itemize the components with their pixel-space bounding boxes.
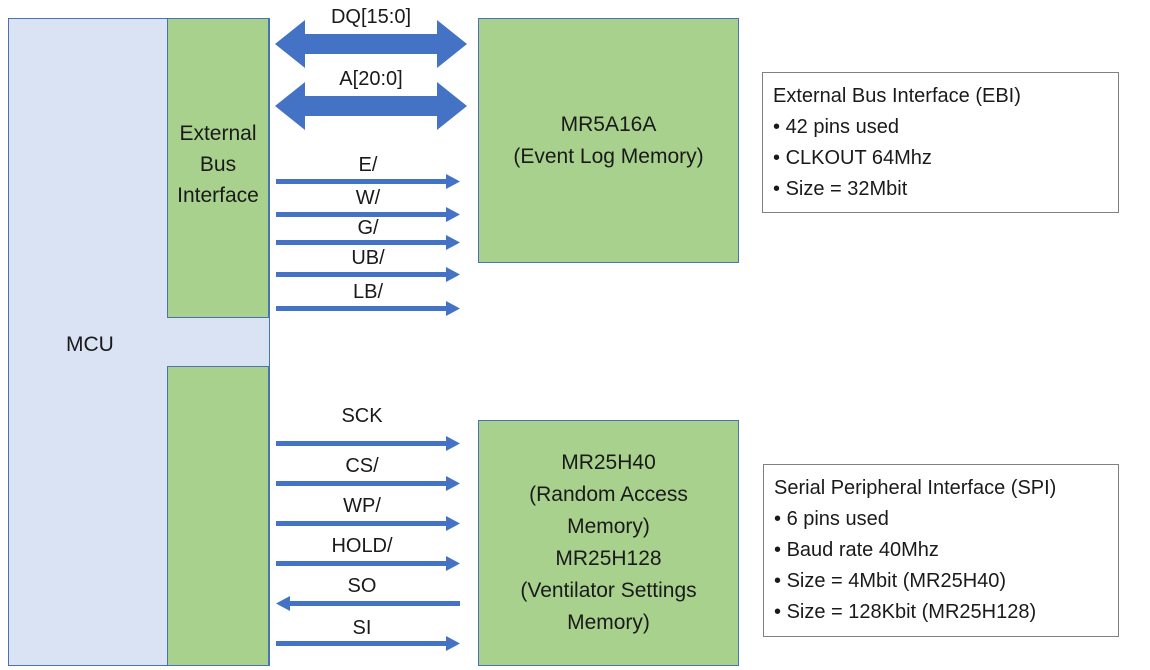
g-signal-label: G/: [357, 217, 379, 239]
hold-signal-label: HOLD/: [331, 535, 393, 557]
cs-signal-line: [276, 481, 446, 486]
address-bus-label: A[20:0]: [339, 68, 403, 90]
lb-signal-head: [446, 301, 460, 316]
e-signal-line: [276, 179, 446, 184]
mcu-label: MCU: [66, 333, 114, 356]
w-signal-line: [276, 212, 446, 217]
ebi-info-box: External Bus Interface (EBI) 42 pins use…: [762, 72, 1119, 213]
ub-signal-line: [276, 272, 446, 277]
ebi-signal-arrows: [276, 174, 460, 316]
cs-signal-label: CS/: [345, 455, 379, 477]
ebi-interface-label: External Bus Interface: [167, 118, 269, 211]
ebi-label-line-2: Bus: [199, 153, 237, 176]
ebi-info-item: 42 pins used: [773, 112, 1108, 143]
spi-info-item: 6 pins used: [774, 504, 1108, 535]
sck-signal-line: [276, 441, 446, 446]
memory2-line-1: MR25H40: [561, 451, 656, 474]
ub-signal-head: [446, 267, 460, 282]
dq-bus-arrow: [275, 20, 467, 68]
sck-signal-head: [446, 436, 460, 451]
memory2-line-4: MR25H128: [555, 547, 662, 570]
memory2-line-5: (Ventilator Settings: [520, 579, 697, 602]
memory1-line-1: MR5A16A: [560, 112, 657, 136]
address-bus-arrow: [275, 82, 467, 130]
cs-signal-head: [446, 476, 460, 491]
si-signal-line: [276, 641, 446, 646]
w-signal-label: W/: [355, 187, 381, 209]
g-signal-line: [276, 240, 446, 245]
e-signal-label: E/: [358, 154, 378, 176]
spi-interface-block: [167, 366, 269, 666]
hold-signal-line: [276, 561, 446, 566]
sck-signal-label: SCK: [341, 405, 383, 427]
ebi-label-line-3: Interface: [177, 184, 259, 207]
so-signal-line: [290, 601, 460, 606]
hold-signal-head: [446, 556, 460, 571]
memory2-line-3: Memory): [567, 515, 650, 538]
spi-signal-arrows: [276, 436, 460, 651]
wp-signal-line: [276, 521, 446, 526]
ebi-label-line-1: External: [179, 122, 257, 145]
wp-signal-label: WP/: [343, 495, 381, 517]
si-signal-head: [446, 636, 460, 651]
spi-info-box: Serial Peripheral Interface (SPI) 6 pins…: [763, 464, 1119, 637]
memory2-line-2: (Random Access: [529, 483, 688, 506]
lb-signal-line: [276, 306, 446, 311]
wp-signal-head: [446, 516, 460, 531]
lb-signal-label: LB/: [352, 281, 384, 303]
spi-info-item: Baud rate 40Mhz: [774, 535, 1108, 566]
ub-signal-label: UB/: [351, 247, 385, 269]
e-signal-head: [446, 174, 460, 189]
w-signal-head: [446, 207, 460, 222]
ebi-interface-block: [167, 18, 269, 318]
ebi-info-item: Size = 32Mbit: [773, 174, 1108, 205]
ebi-info-title: External Bus Interface (EBI): [773, 85, 1021, 107]
memory2-line-6: Memory): [567, 611, 650, 634]
so-signal-head: [276, 596, 290, 611]
spi-info-item: Size = 4Mbit (MR25H40): [774, 566, 1108, 597]
si-signal-label: SI: [352, 617, 372, 639]
memory1-line-2: (Event Log Memory): [513, 144, 704, 168]
ebi-info-item: CLKOUT 64Mhz: [773, 143, 1108, 174]
spi-info-list: 6 pins used Baud rate 40Mhz Size = 4Mbit…: [774, 504, 1108, 628]
spi-info-title: Serial Peripheral Interface (SPI): [774, 477, 1057, 499]
ebi-info-list: 42 pins used CLKOUT 64Mhz Size = 32Mbit: [773, 112, 1108, 205]
mr25h-memory-block: MR25H40 (Random Access Memory) MR25H128 …: [478, 420, 739, 666]
g-signal-head: [446, 235, 460, 250]
spi-info-item: Size = 128Kbit (MR25H128): [774, 597, 1108, 628]
dq-bus-label: DQ[15:0]: [330, 6, 412, 28]
mr5a16a-memory-block: MR5A16A (Event Log Memory): [478, 18, 739, 263]
so-signal-label: SO: [347, 575, 377, 597]
